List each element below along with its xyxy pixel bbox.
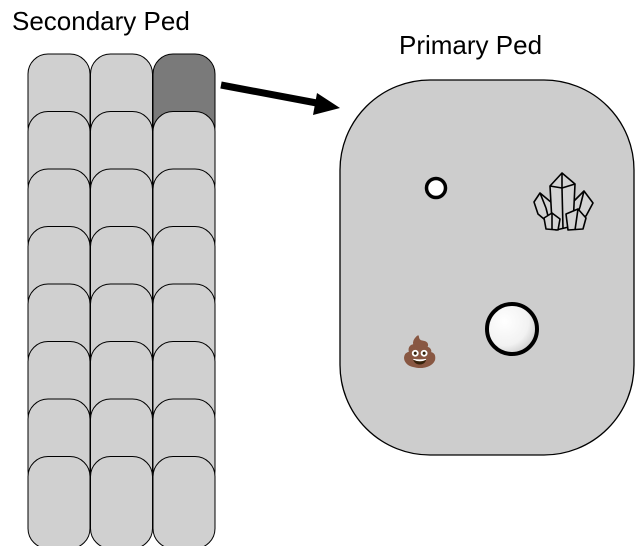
secondary-ped-grid xyxy=(27,53,216,546)
primary-ped-title: Primary Ped xyxy=(399,30,543,60)
transfer-arrow xyxy=(220,81,340,115)
primary-ped xyxy=(339,79,635,456)
white-orb-icon[interactable] xyxy=(485,302,539,356)
ring-icon[interactable] xyxy=(424,176,448,200)
grid-tile[interactable] xyxy=(90,456,153,546)
grid-tile[interactable] xyxy=(152,456,216,546)
poop-icon[interactable]: 💩 xyxy=(401,335,439,370)
grid-tile[interactable] xyxy=(27,456,91,546)
secondary-ped-title: Secondary Ped xyxy=(12,6,190,36)
crystal-cluster-icon[interactable] xyxy=(533,172,594,231)
